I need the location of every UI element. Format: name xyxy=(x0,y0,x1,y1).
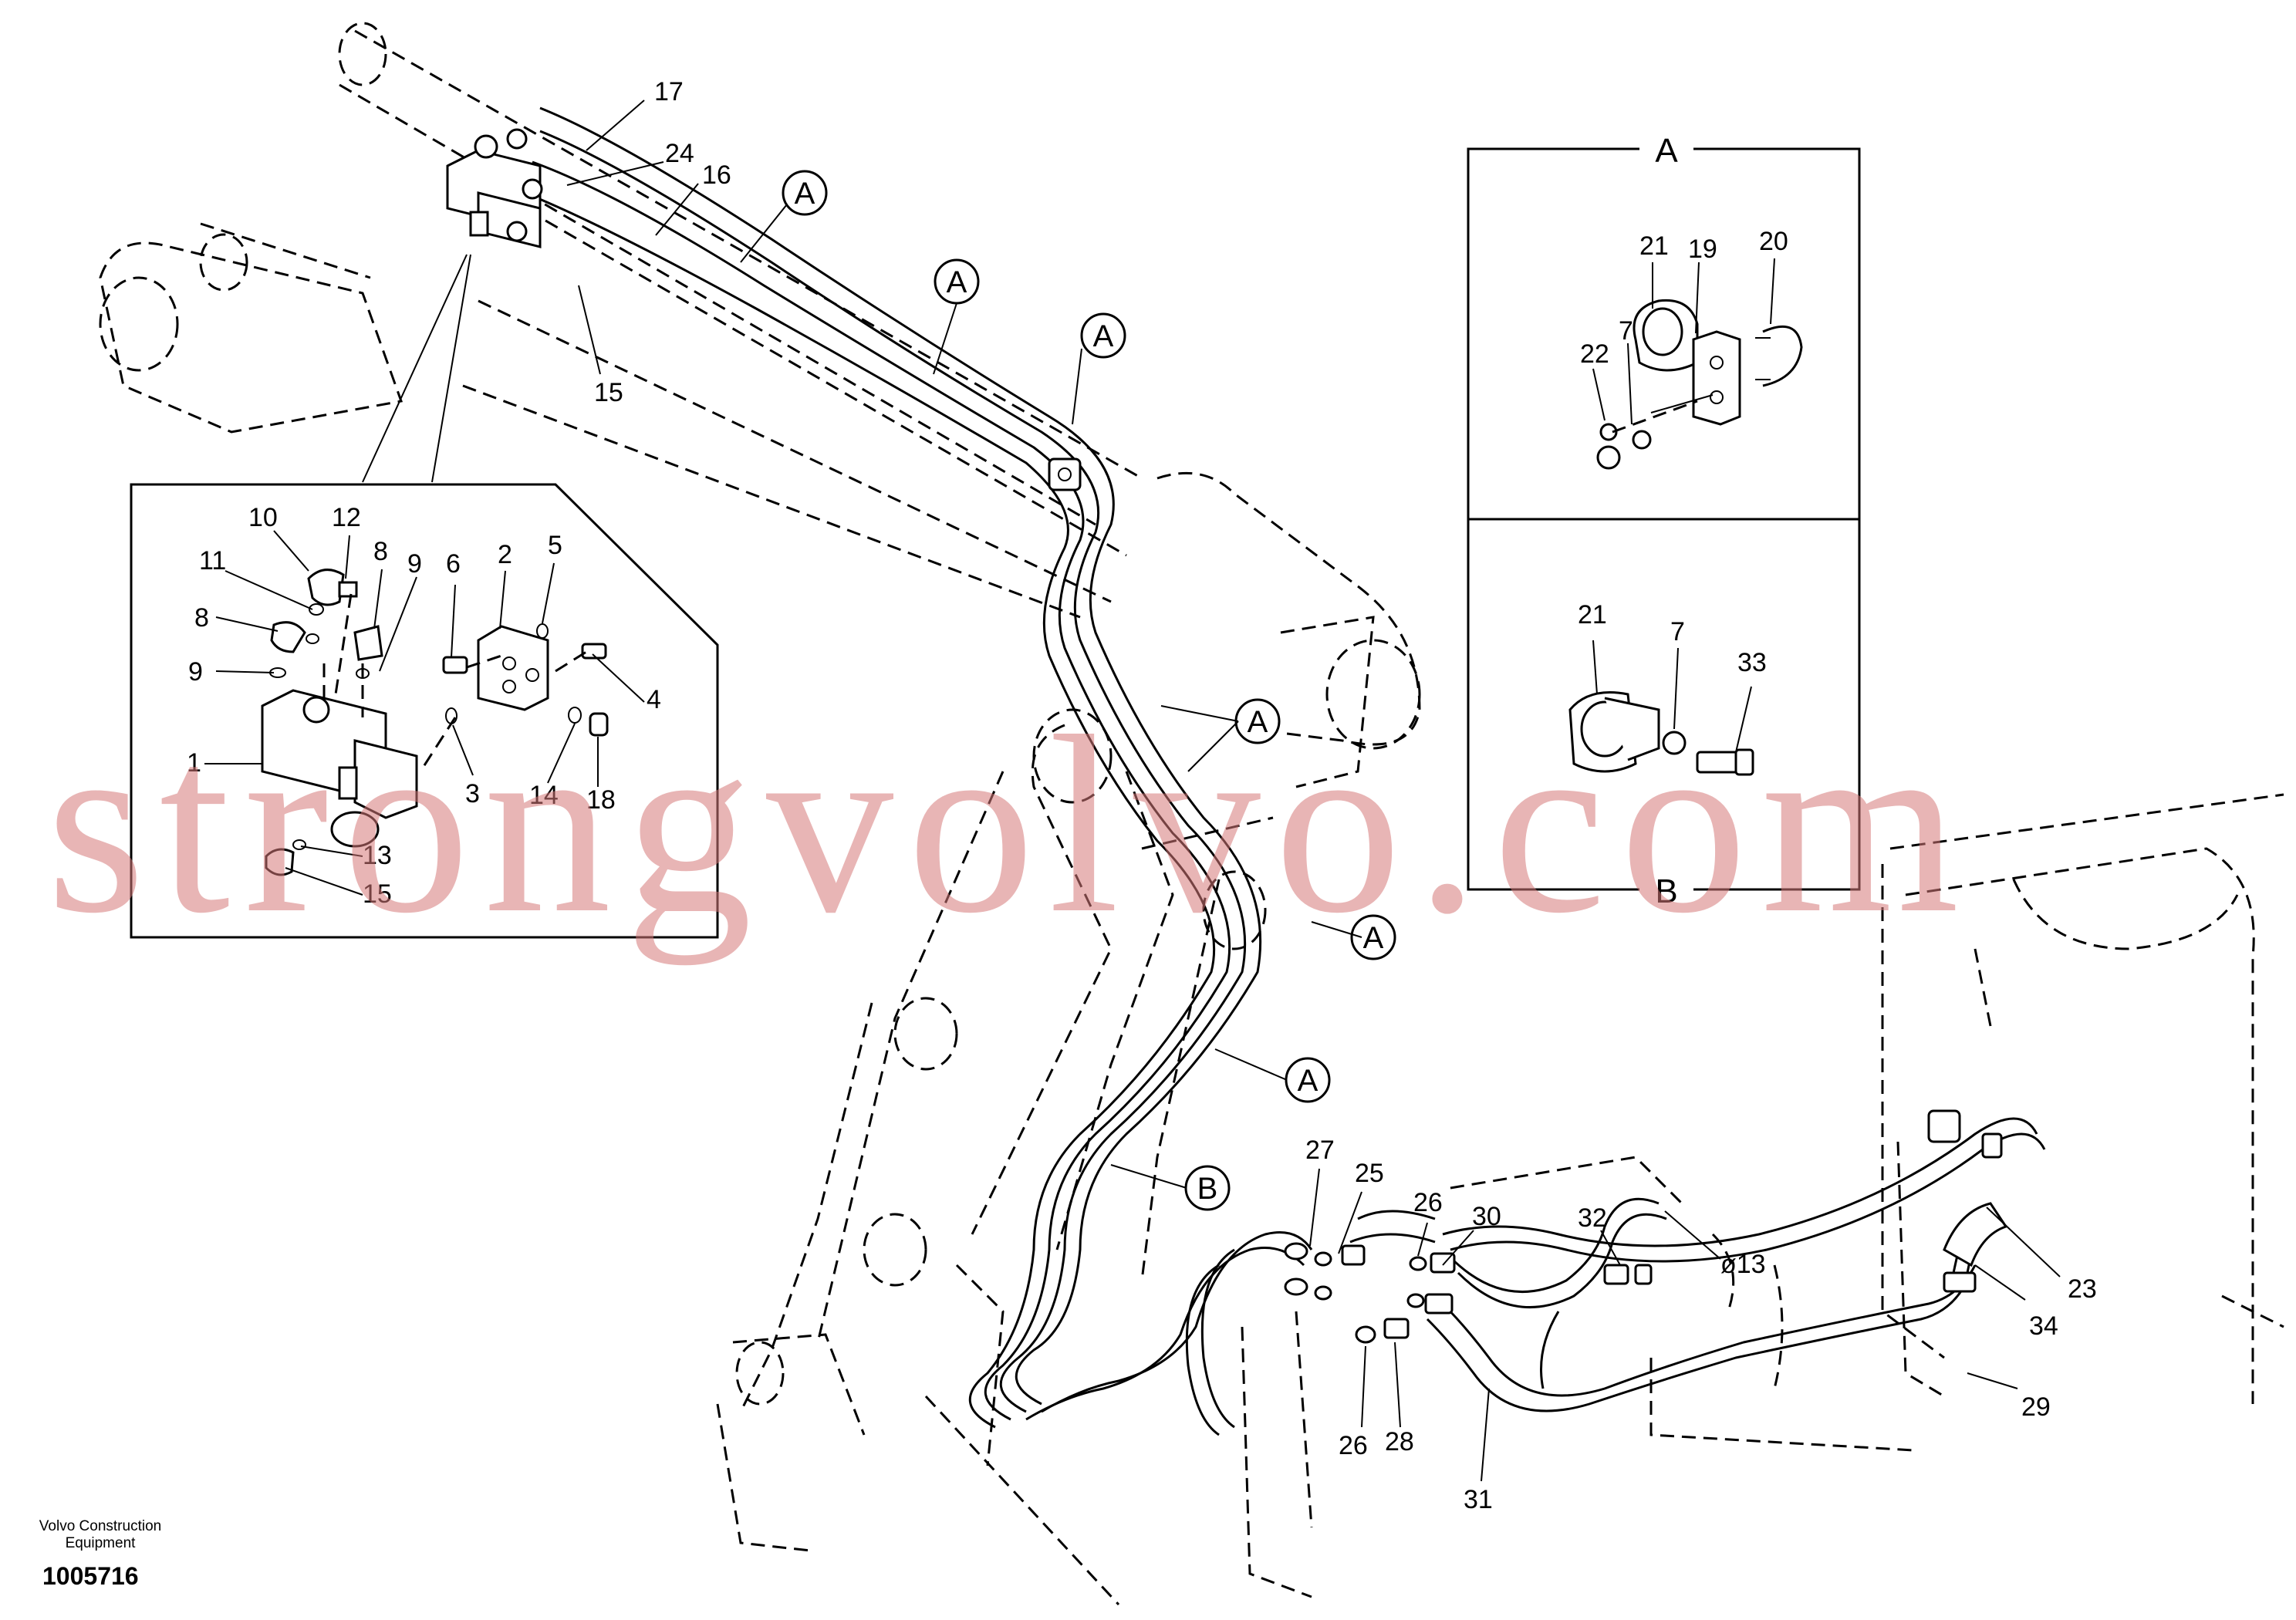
callouts: A A A A A A B A B xyxy=(782,132,1678,1211)
part-label: 32 xyxy=(1578,1203,1607,1233)
callout-a4: A xyxy=(1248,705,1268,739)
part-label: 30 xyxy=(1472,1202,1501,1231)
part-label: 31 xyxy=(1464,1485,1493,1514)
part-label: 7 xyxy=(1619,316,1633,346)
part-label: 8 xyxy=(194,603,209,633)
part-label: 24 xyxy=(665,139,694,168)
part-label: 23 xyxy=(2068,1274,2097,1304)
company-name: Volvo Construction Equipment xyxy=(15,1518,185,1552)
part-label: 19 xyxy=(1688,235,1717,264)
detail-box xyxy=(1467,131,1861,910)
part-label: 10 xyxy=(248,503,278,532)
part-label: 7 xyxy=(1670,617,1685,646)
inset-detail xyxy=(130,254,719,939)
part-label: 16 xyxy=(702,160,731,190)
callout-a6: A xyxy=(1298,1064,1319,1098)
part-label: 21 xyxy=(1578,600,1607,629)
annotation-o13: ø13 xyxy=(1720,1250,1766,1279)
part-label: 33 xyxy=(1737,648,1767,677)
part-label: 6 xyxy=(446,549,461,579)
part-label: 9 xyxy=(407,549,422,579)
part-label: 20 xyxy=(1759,227,1788,256)
part-label: 14 xyxy=(529,781,559,810)
part-label: 8 xyxy=(373,537,388,566)
part-label: 21 xyxy=(1639,231,1669,261)
leaders-main xyxy=(566,100,2061,1482)
callout-a1: A xyxy=(795,177,815,211)
part-label: 26 xyxy=(1413,1188,1443,1217)
callout-a2: A xyxy=(947,265,967,299)
part-label: 27 xyxy=(1305,1136,1335,1165)
part-label: 2 xyxy=(498,540,512,569)
part-label: 22 xyxy=(1580,339,1609,369)
machine-outline xyxy=(99,22,2284,1606)
part-label: 34 xyxy=(2029,1311,2058,1341)
part-label: 15 xyxy=(594,378,623,407)
part-label: 26 xyxy=(1339,1431,1368,1460)
company-line-2: Equipment xyxy=(65,1535,136,1551)
part-label: 5 xyxy=(548,531,562,560)
part-labels: 17 24 16 15 10 12 11 8 9 6 2 5 8 9 4 1 3… xyxy=(187,77,2097,1514)
part-label: 4 xyxy=(647,685,661,714)
part-label: 12 xyxy=(332,503,361,532)
callout-a5: A xyxy=(1363,921,1384,955)
part-label: 3 xyxy=(465,779,480,808)
part-label: 17 xyxy=(654,77,684,106)
hose-clamp xyxy=(1048,457,1082,491)
part-label: 29 xyxy=(2021,1392,2051,1422)
callout-a3: A xyxy=(1093,319,1114,353)
hose-bundle xyxy=(524,106,2046,1436)
part-label: 25 xyxy=(1355,1159,1384,1188)
detail-box-a-title: A xyxy=(1655,132,1678,170)
part-label: 13 xyxy=(363,841,392,870)
drawing-number: 1005716 xyxy=(42,1562,139,1590)
part-label: 11 xyxy=(199,546,226,575)
part-label: 15 xyxy=(363,879,392,909)
part-label: 9 xyxy=(188,657,203,687)
callout-b1: B xyxy=(1197,1172,1218,1206)
company-line-1: Volvo Construction xyxy=(39,1518,162,1534)
valve-assembly-top xyxy=(446,128,543,248)
part-label: 28 xyxy=(1385,1427,1414,1456)
detail-box-b-title: B xyxy=(1655,872,1677,910)
part-label: 18 xyxy=(586,785,616,815)
part-label: 1 xyxy=(187,748,201,778)
